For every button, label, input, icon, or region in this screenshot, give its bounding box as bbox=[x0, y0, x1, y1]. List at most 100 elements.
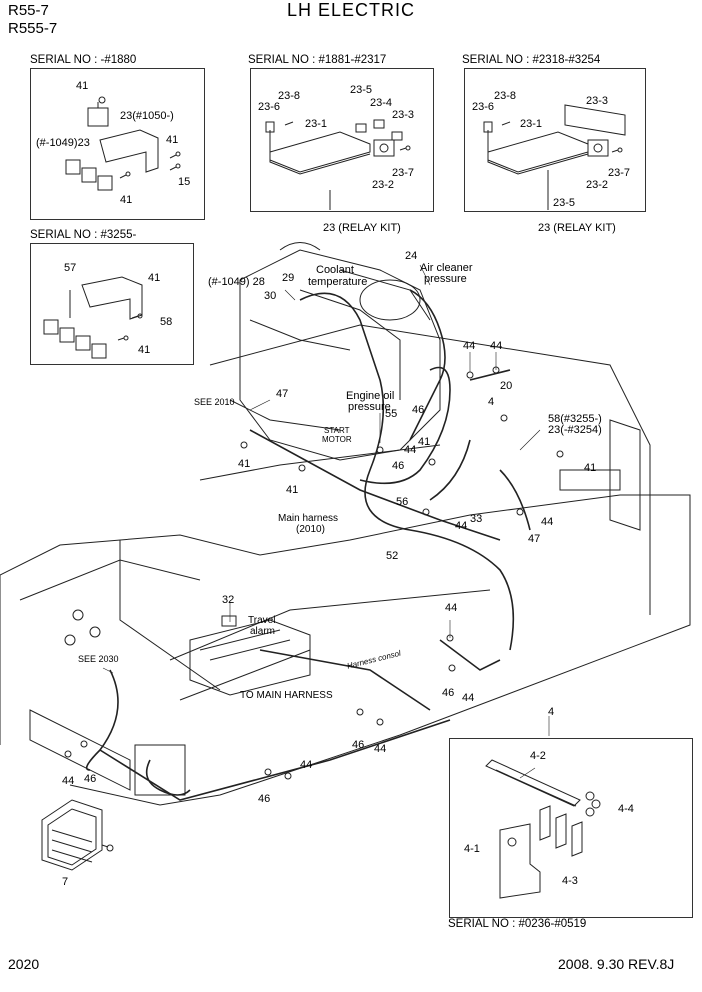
callout-label: 41 bbox=[166, 134, 179, 146]
callout-label: 46 bbox=[412, 404, 425, 416]
callout-label: 57 bbox=[64, 262, 77, 274]
air-cleaner-label: Air cleaner bbox=[420, 262, 473, 274]
callout-label: 44 bbox=[490, 340, 503, 352]
callout-label: 44 bbox=[404, 444, 417, 456]
detail-box-5 bbox=[449, 738, 693, 918]
callout-label: 46 bbox=[258, 793, 271, 805]
air-cleaner-label-2: pressure bbox=[424, 273, 467, 285]
bolt-glyphs bbox=[64, 366, 564, 780]
detail-box-3 bbox=[464, 68, 646, 212]
box2-serial: SERIAL NO : #1881-#2317 bbox=[248, 54, 387, 66]
callout-label: 4-3 bbox=[562, 875, 578, 887]
callout-label: 23-4 bbox=[370, 97, 393, 109]
callout-label: 23(-#3254) bbox=[548, 424, 602, 436]
callout-label: 41 bbox=[138, 344, 151, 356]
callout-label: 23(#1050-) bbox=[120, 110, 174, 122]
callout-label: 15 bbox=[178, 176, 191, 188]
box5-parts bbox=[485, 759, 601, 899]
callout-label: 41 bbox=[418, 436, 431, 448]
engine-oil-label: Engine oil bbox=[346, 390, 395, 402]
box5-serial: SERIAL NO : #0236-#0519 bbox=[448, 918, 587, 930]
callout-label: 23-8 bbox=[494, 90, 517, 102]
callout-label: 23-5 bbox=[350, 84, 373, 96]
control-valve bbox=[189, 615, 311, 696]
box2-parts bbox=[265, 119, 411, 210]
callout-label: 23-1 bbox=[520, 118, 543, 130]
callout-label: 33 bbox=[470, 513, 483, 525]
main-harness-label-2: (2010) bbox=[296, 524, 325, 535]
callout-label: 20 bbox=[500, 380, 513, 392]
callout-label: 29 bbox=[282, 272, 295, 284]
engine-oil-label-2: pressure bbox=[348, 401, 391, 413]
callout-label: 44 bbox=[462, 692, 475, 704]
leader-lines bbox=[102, 264, 550, 779]
callout-label: 4-1 bbox=[464, 843, 480, 855]
callout-label: 41 bbox=[148, 272, 161, 284]
callout-label: 44 bbox=[300, 759, 313, 771]
callout-label: 47 bbox=[528, 533, 541, 545]
callout-label: 52 bbox=[386, 550, 399, 562]
machine-frame bbox=[0, 324, 691, 806]
page-title: LH ELECTRIC bbox=[287, 0, 416, 20]
callout-label: 44 bbox=[541, 516, 554, 528]
main-harness-label: Main harness bbox=[278, 513, 339, 524]
callout-label: 4 bbox=[488, 396, 495, 408]
revision-date: 2008. 9.30 REV.8J bbox=[558, 956, 675, 972]
callout-label: 23-1 bbox=[305, 118, 328, 130]
callout-label: 41 bbox=[286, 484, 299, 496]
callout-label: 58(#3255-) bbox=[548, 413, 602, 425]
coolant-label-2: temperature bbox=[308, 276, 368, 288]
callout-label: 7 bbox=[62, 876, 69, 888]
see-reference: SEE 2030 bbox=[78, 654, 119, 664]
coolant-label: Coolant bbox=[316, 264, 354, 276]
callout-label: 46 bbox=[84, 773, 97, 785]
callout-label: 44 bbox=[374, 743, 387, 755]
callout-label: 4-2 bbox=[530, 750, 546, 762]
wire-harnesses bbox=[85, 289, 531, 801]
callout-label: 44 bbox=[62, 775, 75, 787]
to-main-harness-label: TO MAIN HARNESS bbox=[240, 690, 333, 701]
travel-alarm-label: Travel bbox=[248, 615, 276, 626]
callout-label: 41 bbox=[120, 194, 133, 206]
callout-label: 46 bbox=[442, 687, 455, 699]
callout-label: 23-3 bbox=[392, 109, 415, 121]
box1-serial: SERIAL NO : -#1880 bbox=[30, 54, 137, 66]
box1-parts bbox=[65, 96, 181, 191]
box3-parts bbox=[483, 104, 626, 210]
callout-label: 23-3 bbox=[586, 95, 609, 107]
start-motor-label-2: MOTOR bbox=[322, 435, 352, 444]
model-line-1: R55-7 bbox=[8, 2, 49, 19]
box4-serial: SERIAL NO : #3255- bbox=[30, 229, 137, 241]
relay-kit-caption: 23 (RELAY KIT) bbox=[323, 222, 401, 234]
callout-label: 41 bbox=[76, 80, 89, 92]
callout-label: 46 bbox=[352, 739, 365, 751]
callout-label: 23-6 bbox=[472, 101, 495, 113]
callout-label: 23-7 bbox=[392, 167, 415, 179]
callout-label: 58 bbox=[160, 316, 173, 328]
callout-label: (#-1049)23 bbox=[36, 137, 90, 149]
callout-label: 46 bbox=[392, 460, 405, 472]
callout-label: 32 bbox=[222, 594, 235, 606]
detail-box-2 bbox=[250, 68, 434, 212]
detail-box-1 bbox=[30, 68, 205, 220]
relay-kit-caption: 23 (RELAY KIT) bbox=[538, 222, 616, 234]
model-line-2: R555-7 bbox=[8, 20, 58, 37]
callout-label: 4 bbox=[548, 706, 555, 718]
callout-label: 24 bbox=[405, 250, 418, 262]
box4-parts bbox=[43, 276, 143, 359]
callout-label: 23-2 bbox=[586, 179, 609, 191]
page-number: 2020 bbox=[8, 956, 40, 972]
callout-label: 4-4 bbox=[618, 803, 634, 815]
see-reference: SEE 2010 bbox=[194, 397, 235, 407]
callout-label: 23-6 bbox=[258, 101, 281, 113]
detail-box-4 bbox=[30, 243, 194, 365]
callout-label: 41 bbox=[584, 462, 597, 474]
callout-label: 47 bbox=[276, 388, 289, 400]
start-motor-label: START bbox=[324, 426, 350, 435]
callout-label: 23-7 bbox=[608, 167, 631, 179]
callout-label: 44 bbox=[445, 602, 458, 614]
callout-label: 41 bbox=[238, 458, 251, 470]
work-lamp bbox=[41, 799, 114, 871]
callout-label: 23-5 bbox=[553, 197, 576, 209]
